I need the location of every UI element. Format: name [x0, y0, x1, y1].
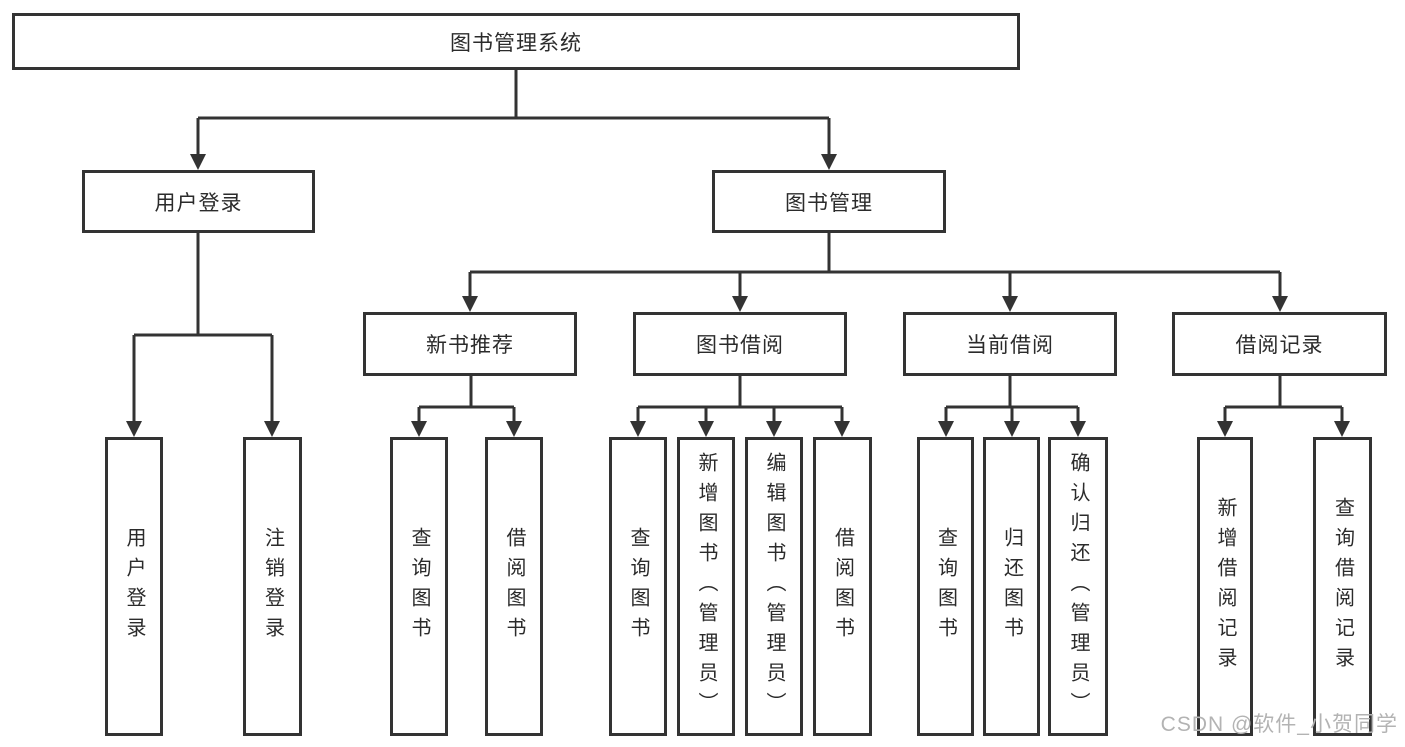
node-book-borrowing: 图书借阅: [633, 312, 847, 376]
leaf-logout: 注销登录: [243, 437, 302, 736]
node-label: 查询图书: [408, 526, 430, 647]
node-label: 图书借阅: [696, 334, 784, 357]
node-current-borrowing: 当前借阅: [903, 312, 1117, 376]
leaf-confirm-return-admin: 确认归还（管理员）: [1048, 437, 1108, 736]
leaf-add-borrow-record: 新增借阅记录: [1197, 437, 1253, 736]
node-label: 当前借阅: [966, 334, 1054, 357]
leaf-query-books-borrowing: 查询图书: [609, 437, 667, 736]
node-user-login-branch: 用户登录: [82, 170, 315, 233]
node-label: 编辑图书（管理员）: [763, 451, 785, 722]
node-label: 借阅图书: [831, 526, 854, 647]
leaf-user-login: 用户登录: [105, 437, 163, 736]
connector-lines: [132, 70, 1344, 425]
node-label: 注销登录: [261, 526, 284, 647]
node-label: 归还图书: [1000, 526, 1023, 647]
node-borrowing-records: 借阅记录: [1172, 312, 1387, 376]
node-new-book-recommendation: 新书推荐: [363, 312, 577, 376]
node-label: 借阅记录: [1235, 334, 1324, 357]
leaf-borrow-books: 借阅图书: [813, 437, 872, 736]
node-label: 图书管理系统: [450, 31, 582, 55]
leaf-edit-books-admin: 编辑图书（管理员）: [745, 437, 803, 736]
node-label: 查询借阅记录: [1331, 496, 1354, 677]
leaf-return-books: 归还图书: [983, 437, 1040, 736]
csdn-watermark: CSDN @软件_小贺同学: [1160, 713, 1398, 736]
node-label: 图书管理: [785, 191, 873, 215]
leaf-query-borrow-record: 查询借阅记录: [1313, 437, 1372, 736]
leaf-query-books-recommend: 查询图书: [390, 437, 448, 736]
node-label: 新增图书（管理员）: [695, 451, 717, 722]
node-label: 查询图书: [934, 526, 957, 647]
leaf-query-books-current: 查询图书: [917, 437, 974, 736]
node-label: 用户登录: [154, 191, 243, 215]
node-label: 查询图书: [627, 526, 649, 647]
leaf-add-books-admin: 新增图书（管理员）: [677, 437, 735, 736]
node-root-system: 图书管理系统: [12, 13, 1020, 70]
node-book-management-branch: 图书管理: [712, 170, 946, 233]
connector-group: [126, 70, 1350, 437]
node-label: 确认归还（管理员）: [1067, 451, 1089, 722]
node-label: 借阅图书: [503, 526, 525, 647]
node-label: 新书推荐: [426, 334, 514, 357]
node-label: 用户登录: [123, 526, 145, 647]
node-label: 新增借阅记录: [1214, 496, 1236, 677]
leaf-borrow-books-recommend: 借阅图书: [485, 437, 543, 736]
